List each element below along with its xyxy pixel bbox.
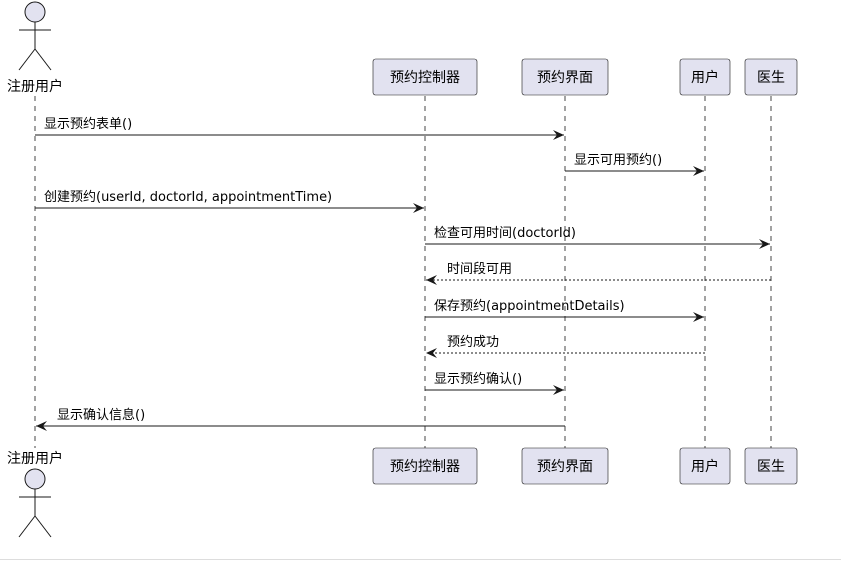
participant-ui-bottom: 预约界面: [521, 447, 609, 485]
actor-leg-left: [18, 48, 36, 71]
participant-label: 预约控制器: [390, 70, 460, 86]
participant-box: [744, 58, 798, 96]
message-8: 显示预约确认(): [425, 372, 564, 395]
message-label: 显示可用预约(): [574, 153, 662, 168]
message-9: 显示确认信息(): [36, 407, 565, 431]
participant-doctor-bottom: 医生: [744, 447, 798, 485]
participant-controller-bottom: 预约控制器: [372, 447, 478, 485]
message-label: 显示预约确认(): [434, 372, 522, 387]
participant-label: 预约控制器: [390, 459, 460, 475]
participant-label: 用户: [691, 69, 719, 86]
participant-label: 预约界面: [537, 459, 593, 475]
actor-leg-right: [34, 515, 52, 538]
message-3: 创建预约(userId, doctorId, appointmentTime): [35, 190, 424, 213]
message-label: 保存预约(appointmentDetails): [434, 299, 625, 314]
participant-label: 医生: [757, 70, 785, 86]
messages: 显示预约表单() 显示可用预约() 创建预约(userId, doctorId, a…: [35, 117, 771, 431]
participant-user-bottom: 用户: [679, 447, 731, 485]
message-label: 创建预约(userId, doctorId, appointmentTime): [44, 190, 332, 205]
participants-bottom: 注册用户预约控制器 预约界面 用户 医生: [7, 447, 798, 538]
message-1: 显示预约表单(): [35, 117, 564, 140]
message-6: 保存预约(appointmentDetails): [425, 299, 704, 322]
participant-label: 医生: [757, 459, 785, 475]
actor-leg-left: [18, 515, 36, 538]
lifelines: [34, 96, 772, 448]
actor-label: 注册用户: [7, 78, 63, 95]
bottom-divider: [0, 559, 841, 560]
participant-box: [679, 447, 731, 485]
participant-box: [744, 447, 798, 485]
message-label: 显示确认信息(): [57, 407, 145, 423]
message-label: 显示预约表单(): [44, 117, 132, 132]
actor-label: 注册用户: [7, 450, 63, 467]
message-7: 预约成功: [426, 335, 705, 358]
message-2: 显示可用预约(): [565, 153, 704, 176]
message-label: 时间段可用: [447, 262, 512, 277]
message-4: 检查可用时间(doctorId): [425, 226, 770, 249]
participant-user-top: 用户: [679, 58, 731, 96]
participant-controller-top: 预约控制器: [372, 58, 478, 96]
participant-box: [372, 58, 478, 96]
participant-label: 用户: [691, 458, 719, 475]
participant-label: 预约界面: [537, 70, 593, 86]
actor-bottom: 注册用户: [7, 450, 63, 538]
participant-box: [372, 447, 478, 485]
actor-head: [24, 1, 46, 23]
participant-box: [521, 447, 609, 485]
participant-ui-top: 预约界面: [521, 58, 609, 96]
participant-box: [679, 58, 731, 96]
participant-doctor-top: 医生: [744, 58, 798, 96]
message-label: 预约成功: [447, 335, 499, 350]
actor-leg-right: [34, 48, 52, 71]
message-label: 检查可用时间(doctorId): [434, 226, 576, 241]
participant-box: [521, 58, 609, 96]
message-5: 时间段可用: [426, 262, 771, 285]
actor-head: [24, 468, 46, 490]
actor-top: 注册用户: [7, 1, 63, 95]
participants-top: 注册用户 预约控制器 预约界面 用户 医生: [7, 1, 798, 96]
